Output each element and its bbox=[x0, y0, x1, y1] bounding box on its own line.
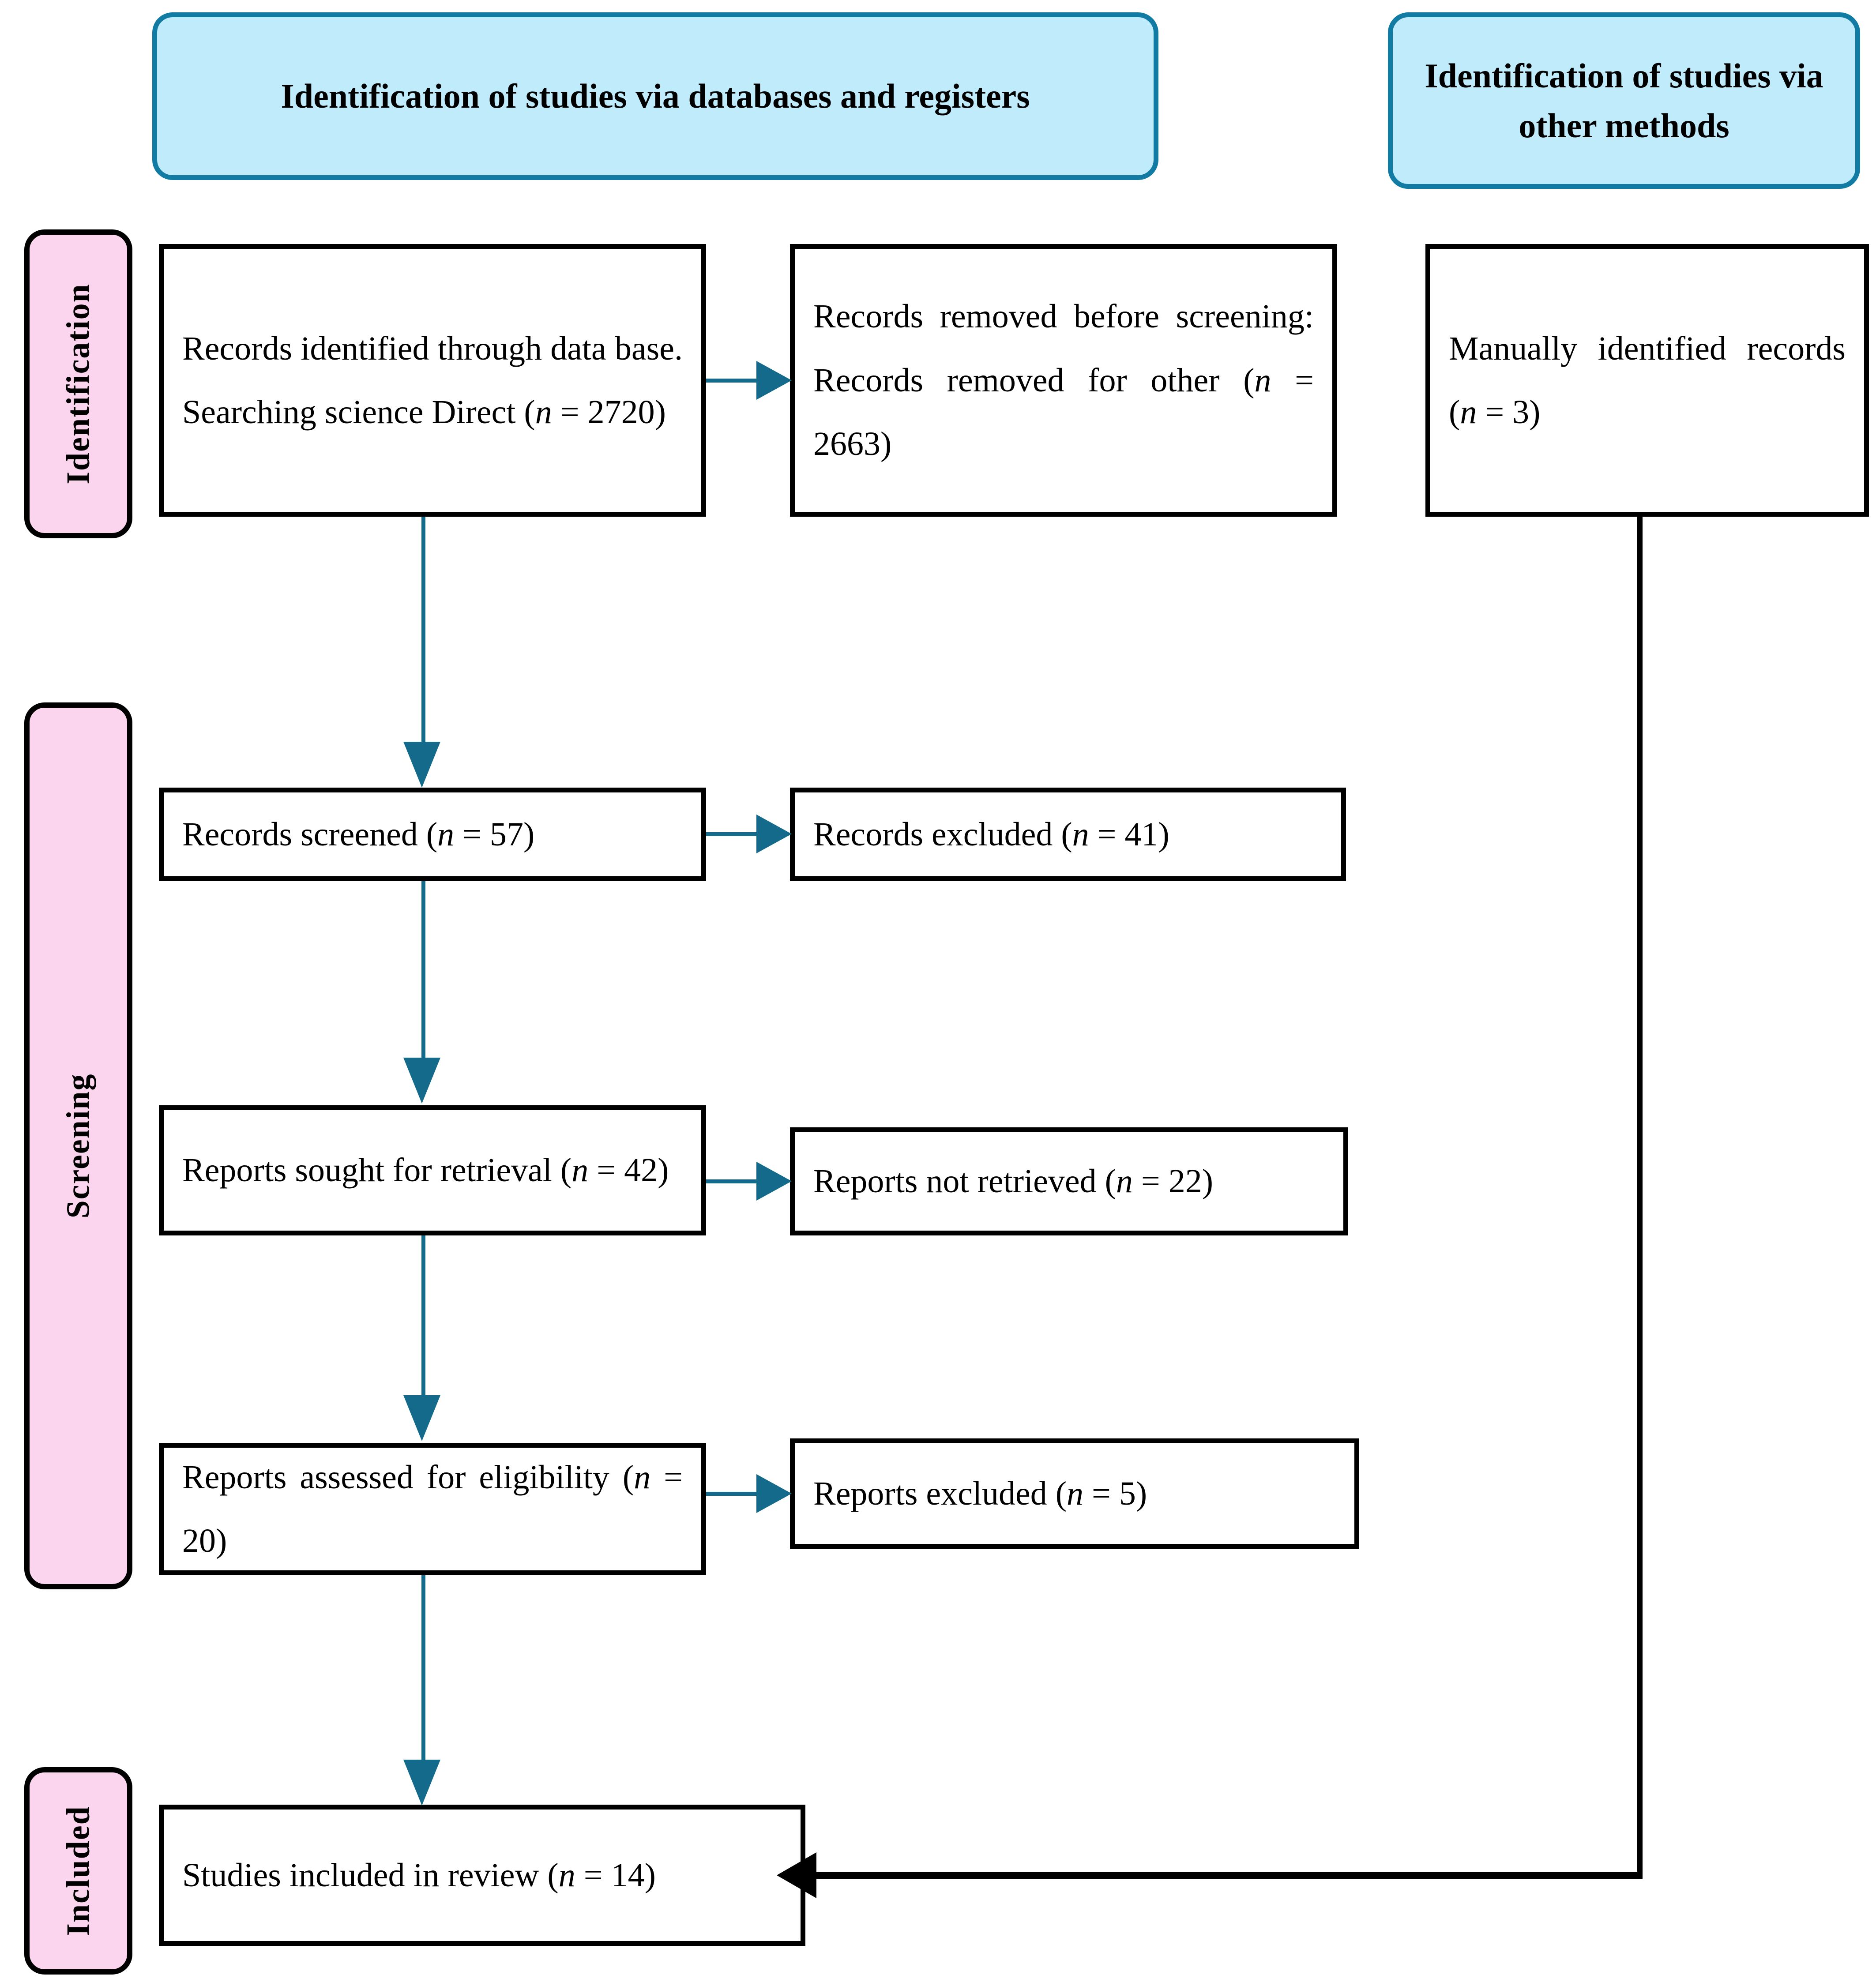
box-studies-included-text: Studies included in review (n = 14) bbox=[182, 1856, 656, 1894]
box-records-removed-before-screening: Records removed before screening: Record… bbox=[790, 244, 1337, 517]
connector-screened-to-sought-arrowhead bbox=[403, 1058, 440, 1104]
box-reports-not-retrieved-text: Reports not retrieved (n = 22) bbox=[813, 1163, 1214, 1200]
box-records-screened-text: Records screened (n = 57) bbox=[182, 815, 535, 853]
connector-manual-to-included-vertical bbox=[1637, 517, 1643, 1873]
stage-label-screening: Screening bbox=[24, 702, 132, 1589]
box-reports-sought-for-retrieval: Reports sought for retrieval (n = 42) bbox=[159, 1105, 706, 1235]
connector-manual-to-included-horizontal bbox=[814, 1872, 1643, 1879]
box-reports-not-retrieved: Reports not retrieved (n = 22) bbox=[790, 1127, 1348, 1235]
banner-other-methods-label: Identification of studies via other meth… bbox=[1425, 56, 1823, 145]
box-reports-assessed-for-eligibility: Reports assessed for eligibility (n = 20… bbox=[159, 1443, 706, 1575]
box-manually-identified-records: Manually identified records (n = 3) bbox=[1425, 244, 1869, 517]
box-records-identified: Records identified through data base. Se… bbox=[159, 244, 706, 517]
box-records-excluded-text: Records excluded (n = 41) bbox=[813, 815, 1169, 853]
box-manually-identified-text: Manually identified records (n = 3) bbox=[1449, 330, 1846, 431]
stage-label-included-text: Included bbox=[60, 1806, 96, 1936]
box-records-screened: Records screened (n = 57) bbox=[159, 788, 706, 881]
connector-identified-to-screened-line bbox=[421, 517, 425, 742]
connector-screened-to-sought-line bbox=[421, 881, 425, 1058]
connector-sought-to-notretrieved-arrowhead bbox=[756, 1162, 792, 1201]
connector-screened-to-excluded-arrowhead bbox=[756, 815, 792, 853]
stage-label-identification: Identification bbox=[24, 229, 132, 538]
connector-assessed-to-excluded2-arrowhead bbox=[756, 1474, 792, 1513]
connector-sought-to-assessed-line bbox=[421, 1235, 425, 1395]
banner-other-methods: Identification of studies via other meth… bbox=[1388, 12, 1860, 189]
box-reports-assessed-text: Reports assessed for eligibility (n = 20… bbox=[182, 1458, 683, 1559]
banner-databases-registers: Identification of studies via databases … bbox=[152, 12, 1158, 180]
box-records-identified-text: Records identified through data base. Se… bbox=[182, 330, 683, 431]
connector-manual-to-included-arrowhead bbox=[777, 1852, 816, 1898]
box-reports-excluded-text: Reports excluded (n = 5) bbox=[813, 1475, 1147, 1512]
box-records-excluded: Records excluded (n = 41) bbox=[790, 788, 1346, 881]
stage-label-identification-text: Identification bbox=[60, 283, 96, 484]
stage-label-included: Included bbox=[24, 1767, 132, 1975]
stage-label-screening-text: Screening bbox=[60, 1073, 96, 1219]
connector-identified-to-removed-line bbox=[706, 379, 758, 383]
box-studies-included-in-review: Studies included in review (n = 14) bbox=[159, 1805, 805, 1946]
connector-sought-to-assessed-arrowhead bbox=[403, 1395, 440, 1441]
connector-screened-to-excluded-line bbox=[706, 832, 758, 836]
box-reports-sought-text: Reports sought for retrieval (n = 42) bbox=[182, 1152, 669, 1189]
banner-databases-registers-label: Identification of studies via databases … bbox=[281, 77, 1030, 116]
connector-assessed-to-included-arrowhead bbox=[403, 1760, 440, 1806]
connector-assessed-to-included-line bbox=[421, 1575, 425, 1760]
connector-assessed-to-excluded2-line bbox=[706, 1492, 758, 1496]
box-reports-excluded: Reports excluded (n = 5) bbox=[790, 1438, 1359, 1549]
connector-identified-to-removed-arrowhead bbox=[756, 361, 792, 400]
box-records-removed-text: Records removed before screening: Record… bbox=[813, 298, 1314, 463]
connector-identified-to-screened-arrowhead bbox=[403, 742, 440, 788]
connector-sought-to-notretrieved-line bbox=[706, 1179, 758, 1183]
